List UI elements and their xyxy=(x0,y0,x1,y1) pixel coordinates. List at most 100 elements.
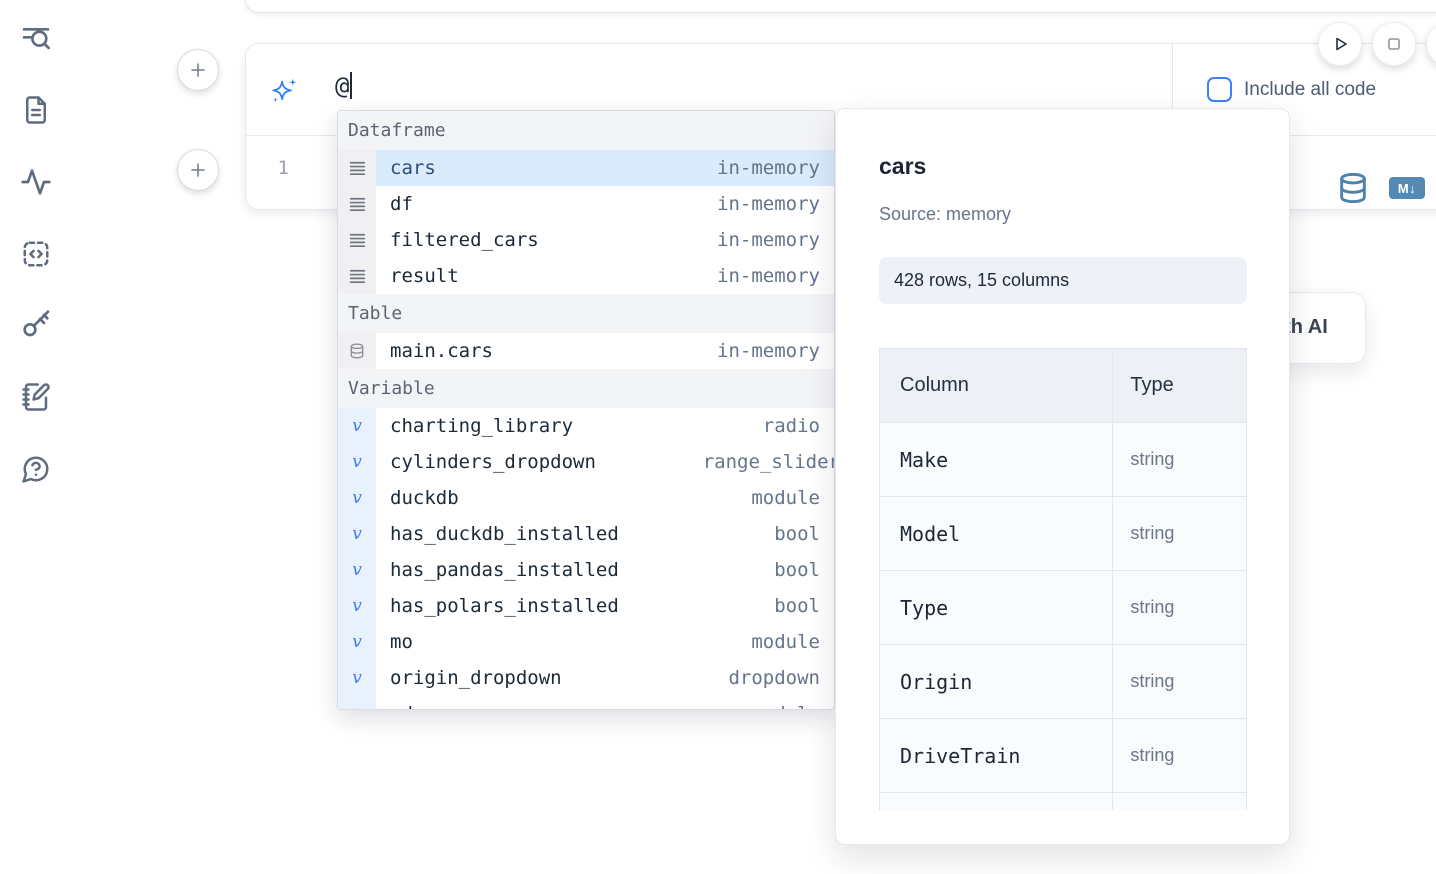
autocomplete-item-mo[interactable]: v mo module xyxy=(338,624,834,660)
panel-source: Source: memory xyxy=(879,204,1012,224)
autocomplete-item-gutter: v xyxy=(338,408,376,444)
add-cell-above-button[interactable] xyxy=(177,49,219,91)
autocomplete-item-gutter: v xyxy=(338,696,376,709)
variable-icon: v xyxy=(352,416,362,436)
autocomplete-item-name: df xyxy=(390,193,413,215)
variable-icon: v xyxy=(352,524,362,544)
autocomplete-item-gutter xyxy=(338,150,376,186)
plus-icon xyxy=(191,63,205,77)
include-all-code-label: Include all code xyxy=(1244,79,1377,100)
autocomplete-section-header: Table xyxy=(338,294,834,333)
sidebar-file-icon[interactable] xyxy=(19,93,53,127)
autocomplete-section-header: Variable xyxy=(338,369,834,408)
variable-icon: v xyxy=(352,632,362,652)
autocomplete-item-cylinders_dropdown[interactable]: v cylinders_dropdown range_slider xyxy=(338,444,834,480)
add-cell-below-button[interactable] xyxy=(177,149,219,191)
stop-icon xyxy=(1388,38,1400,50)
schema-row-partial xyxy=(880,793,1246,810)
schema-header-row: Column Type xyxy=(880,349,1246,423)
autocomplete-item-name: pd xyxy=(390,703,413,709)
autocomplete-item-gutter xyxy=(338,258,376,294)
column-name: DriveTrain xyxy=(900,743,1021,768)
include-all-code-checkbox[interactable] xyxy=(1207,77,1232,102)
dataframe-preview-panel: cars Source: memory 428 rows, 15 columns… xyxy=(835,108,1290,845)
sidebar-snippets-icon[interactable] xyxy=(19,237,53,271)
run-cell-button[interactable] xyxy=(1318,22,1362,66)
divider xyxy=(1172,44,1173,135)
autocomplete-item-gutter xyxy=(338,333,376,369)
autocomplete-item-type: in-memory xyxy=(717,229,820,251)
autocomplete-item-gutter xyxy=(338,186,376,222)
column-type: string xyxy=(1130,597,1175,617)
dataframe-icon xyxy=(349,233,365,247)
table-database-icon xyxy=(350,343,364,359)
ai-prompt-input[interactable]: @ xyxy=(335,72,353,100)
autocomplete-item-name: main.cars xyxy=(390,340,493,362)
autocomplete-item-type: module xyxy=(751,703,820,709)
stop-button[interactable] xyxy=(1372,22,1416,66)
autocomplete-item-filtered_cars[interactable]: filtered_cars in-memory xyxy=(338,222,834,258)
autocomplete-item-gutter: v xyxy=(338,444,376,480)
markdown-icon[interactable]: M↓ xyxy=(1389,177,1425,199)
autocomplete-item-name: mo xyxy=(390,631,413,653)
autocomplete-item-gutter: v xyxy=(338,480,376,516)
autocomplete-item-type: in-memory xyxy=(717,265,820,287)
autocomplete-item-name: has_duckdb_installed xyxy=(390,523,619,545)
schema-row-Type: Type string xyxy=(880,571,1246,645)
autocomplete-item-gutter xyxy=(338,222,376,258)
play-icon xyxy=(1336,37,1347,51)
variable-icon: v xyxy=(352,560,362,580)
database-icon[interactable] xyxy=(1337,172,1369,204)
schema-row-Model: Model string xyxy=(880,497,1246,571)
sidebar-toc-search-icon[interactable] xyxy=(19,21,53,55)
sidebar-scratchpad-icon[interactable] xyxy=(19,380,53,414)
shape-badge: 428 rows, 15 columns xyxy=(879,257,1247,304)
sidebar-key-icon[interactable] xyxy=(19,308,53,342)
autocomplete-item-gutter: v xyxy=(338,588,376,624)
autocomplete-item-type: in-memory xyxy=(717,157,820,179)
column-name: Model xyxy=(900,521,961,546)
autocomplete-item-name: has_polars_installed xyxy=(390,595,619,617)
autocomplete-item-name: has_pandas_installed xyxy=(390,559,619,581)
autocomplete-item-cars[interactable]: cars in-memory xyxy=(338,150,834,186)
autocomplete-item-name: cylinders_dropdown xyxy=(390,451,596,473)
line-number: 1 xyxy=(277,157,289,179)
autocomplete-item-gutter: v xyxy=(338,552,376,588)
dataframe-icon xyxy=(349,197,365,211)
variable-icon: v xyxy=(352,452,362,472)
column-type: string xyxy=(1130,745,1175,765)
autocomplete-item-pd[interactable]: v pd module xyxy=(338,696,834,709)
column-header: Column xyxy=(880,349,1114,422)
autocomplete-item-type: radio xyxy=(762,415,820,437)
variable-icon: v xyxy=(352,596,362,616)
autocomplete-item-type: module xyxy=(751,631,820,653)
column-type: string xyxy=(1130,523,1175,543)
type-header: Type xyxy=(1130,374,1174,396)
sidebar-activity-icon[interactable] xyxy=(19,165,53,199)
variable-icon: v xyxy=(352,488,362,508)
column-name: Type xyxy=(900,595,949,620)
sidebar-help-icon[interactable] xyxy=(19,452,53,486)
plus-icon xyxy=(191,163,205,177)
autocomplete-item-result[interactable]: result in-memory xyxy=(338,258,834,294)
variable-icon: v xyxy=(352,704,362,709)
autocomplete-item-name: result xyxy=(390,265,459,287)
autocomplete-item-charting_library[interactable]: v charting_library radio xyxy=(338,408,834,444)
column-name: Make xyxy=(900,447,949,472)
panel-title: cars xyxy=(879,153,927,179)
autocomplete-item-type: range_slider xyxy=(702,451,835,473)
autocomplete-item-name: filtered_cars xyxy=(390,229,539,251)
autocomplete-item-name: cars xyxy=(390,157,436,179)
autocomplete-item-name: charting_library xyxy=(390,415,574,437)
